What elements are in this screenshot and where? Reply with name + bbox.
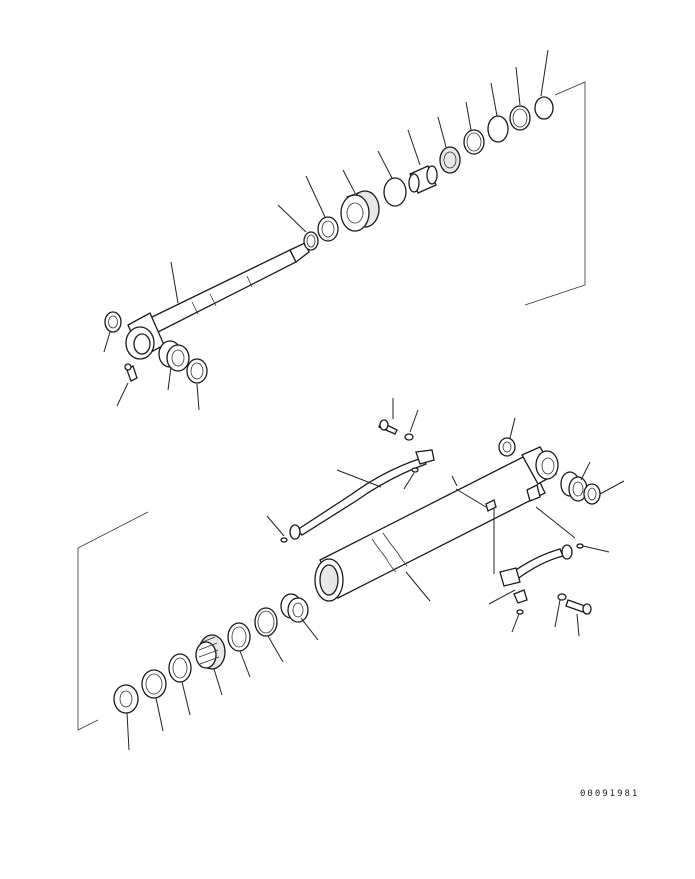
- head-dust-seal: [113, 684, 139, 714]
- lower-group-frame: [77, 511, 149, 731]
- o-ring: [383, 177, 407, 207]
- slipper-ring: [509, 105, 531, 131]
- o-ring-lower: [516, 609, 524, 615]
- piston: [340, 190, 380, 232]
- o-ring-fitting: [280, 537, 288, 543]
- rod-packing: [195, 634, 226, 670]
- o-ring-small: [411, 467, 419, 473]
- grease-fitting: [124, 363, 138, 382]
- clevis-bushing: [560, 471, 588, 502]
- clevis-seal: [583, 483, 601, 505]
- piston-rod: [149, 242, 310, 333]
- head-backup-ring: [227, 622, 251, 652]
- cylinder-tube: [314, 454, 546, 602]
- head-o-ring: [254, 607, 278, 637]
- pipe-line-upper: [289, 449, 435, 540]
- cylinder-head-collar: [408, 165, 438, 194]
- rod-seal-ring: [186, 358, 208, 384]
- buffer-ring: [168, 653, 192, 683]
- rod-nut-washer: [317, 216, 339, 242]
- clevis-dust-seal: [498, 437, 516, 457]
- u-packing: [141, 669, 167, 699]
- lower-leader-lines: [126, 398, 625, 751]
- pipe-line-lower: [499, 544, 573, 604]
- tube-clevis: [521, 446, 559, 502]
- rod-dust-seal: [104, 311, 122, 333]
- piston-seal: [463, 129, 485, 155]
- cylinder-head: [280, 593, 309, 623]
- snap-ring: [303, 231, 319, 251]
- o-ring-port: [576, 543, 584, 549]
- pipe-bolt-upper: [378, 419, 414, 441]
- wear-ring: [439, 146, 461, 174]
- end-ring: [534, 96, 554, 120]
- upper-leader-lines: [103, 49, 549, 411]
- upper-group-frame: [524, 81, 586, 306]
- drawing-reference-number: 00091981: [580, 789, 640, 799]
- rod-bushing: [158, 340, 190, 372]
- pipe-bolt-lower: [557, 593, 592, 615]
- backup-ring: [487, 115, 509, 143]
